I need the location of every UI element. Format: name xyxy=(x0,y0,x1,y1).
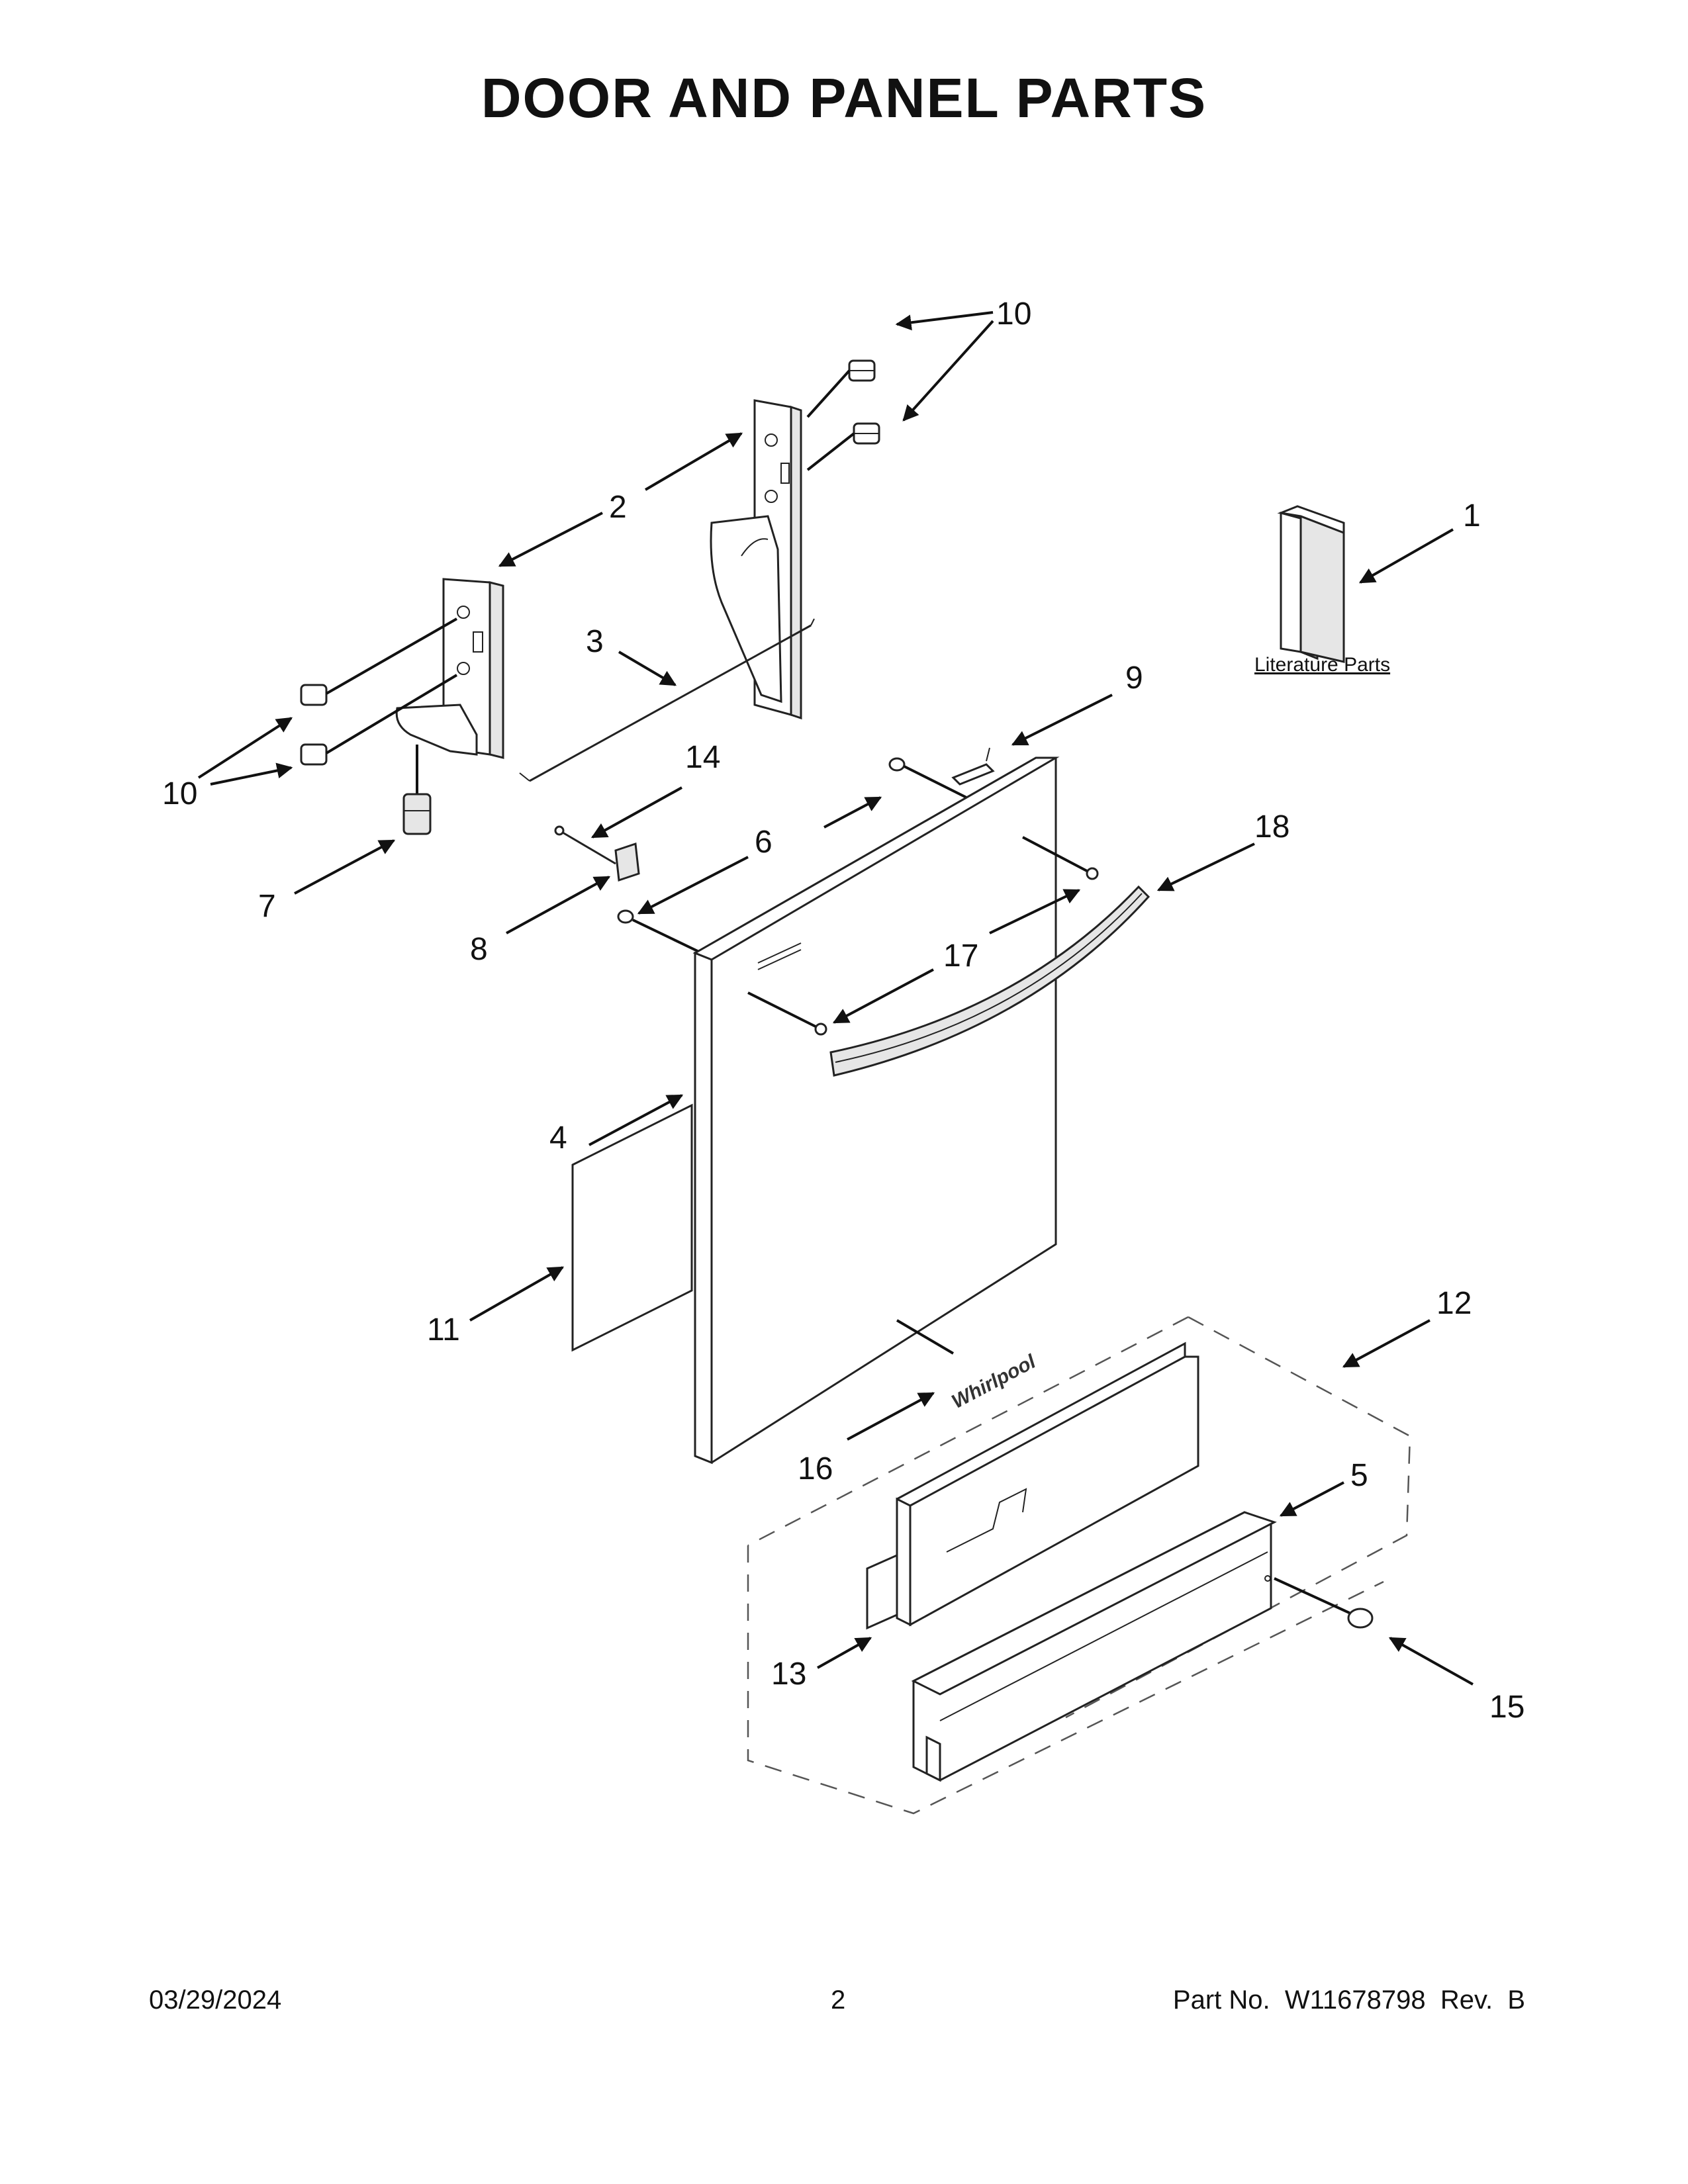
svg-text:Whirlpool: Whirlpool xyxy=(948,1351,1039,1413)
door-insulation-panel xyxy=(571,1103,693,1352)
footer-date: 03/29/2024 xyxy=(149,1985,282,2015)
callout-10-upper: 10 xyxy=(996,296,1031,332)
footer-part-number: Part No. W11678798 Rev. B xyxy=(1172,1985,1525,2015)
callout-10-lower: 10 xyxy=(162,776,197,811)
callout-7: 7 xyxy=(258,889,276,924)
small-screw xyxy=(554,825,616,865)
door-link-rod xyxy=(519,618,815,782)
door-clip xyxy=(951,747,995,786)
callout-3: 3 xyxy=(586,624,604,659)
literature-parts-label: Literature Parts xyxy=(1254,654,1390,676)
callout-16: 16 xyxy=(798,1451,833,1486)
callout-1: 1 xyxy=(1463,498,1481,533)
callout-6: 6 xyxy=(755,825,773,860)
door-handle xyxy=(829,885,1150,1077)
callout-11: 11 xyxy=(427,1312,460,1347)
toe-kick-screw xyxy=(1274,1577,1374,1629)
callout-12: 12 xyxy=(1436,1286,1472,1321)
toe-kick-insulation-panel xyxy=(866,1342,1199,1630)
callout-4: 4 xyxy=(549,1120,567,1156)
washer-upper xyxy=(888,757,974,802)
washer-lower xyxy=(617,909,702,954)
callout-13: 13 xyxy=(771,1657,806,1692)
left-hinge-bracket xyxy=(395,578,504,759)
hinge-screw-upper-right xyxy=(806,359,876,418)
brand-logo-badge: Whirlpool xyxy=(896,1319,1040,1413)
handle-screw-lower xyxy=(747,991,827,1036)
hinge-screw-lower-left xyxy=(300,674,458,766)
callout-18: 18 xyxy=(1254,809,1289,844)
toe-kick-group-outline xyxy=(747,1316,1411,1815)
callout-14: 14 xyxy=(685,740,720,775)
right-hinge-bracket xyxy=(710,399,802,720)
callouts: 1 2 3 4 5 6 7 8 9 10 10 11 12 13 14 xyxy=(162,296,1524,1725)
footer-page-number: 2 xyxy=(831,1985,846,2015)
hinge-screw-upper-left xyxy=(300,617,457,706)
hinge-cable-plug xyxy=(402,745,432,835)
callout-9: 9 xyxy=(1125,660,1143,696)
page-title: DOOR AND PANEL PARTS xyxy=(481,67,1207,129)
callout-17: 17 xyxy=(943,938,978,974)
callout-8: 8 xyxy=(470,932,488,967)
callout-2: 2 xyxy=(609,490,627,525)
toe-kick-panel xyxy=(911,1511,1277,1782)
latch-bracket xyxy=(614,842,640,882)
literature-parts-block xyxy=(1277,505,1345,663)
outer-door-panel xyxy=(692,756,1060,1465)
hinge-screw-lower-right xyxy=(806,422,880,471)
callout-5: 5 xyxy=(1350,1458,1368,1493)
handle-screw-upper xyxy=(1022,836,1099,880)
callout-15: 15 xyxy=(1489,1690,1524,1725)
